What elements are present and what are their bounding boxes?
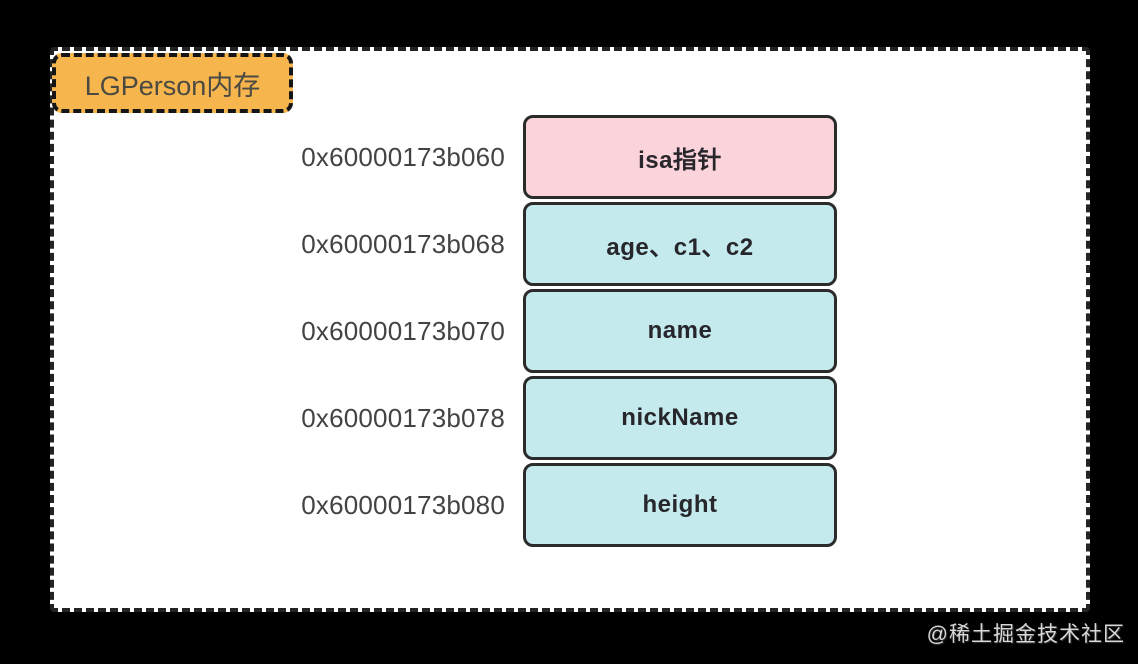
memory-cell: name [523,289,837,373]
memory-row: 0x60000173b080 height [295,463,837,547]
memory-row: 0x60000173b078 nickName [295,376,837,460]
memory-address-label: 0x60000173b068 [301,228,505,259]
memory-cell: height [523,463,837,547]
title-badge: LGPerson内存 [52,53,293,113]
memory-row: 0x60000173b060 isa指针 [295,115,837,199]
title-badge-label: LGPerson内存 [84,70,261,101]
memory-row: 0x60000173b070 name [295,289,837,373]
memory-address-label: 0x60000173b080 [301,489,505,520]
watermark: @稀土掘金技术社区 [926,623,1125,646]
memory-address-label: 0x60000173b070 [301,315,505,346]
memory-row: 0x60000173b068 age、c1、c2 [295,202,837,286]
memory-cell: nickName [523,376,837,460]
memory-address-label: 0x60000173b078 [301,402,505,433]
memory-cell: isa指针 [523,115,837,199]
memory-table: 0x60000173b060 isa指针 0x60000173b068 age、… [295,115,837,547]
memory-address-label: 0x60000173b060 [301,141,505,172]
memory-cell: age、c1、c2 [523,202,837,286]
